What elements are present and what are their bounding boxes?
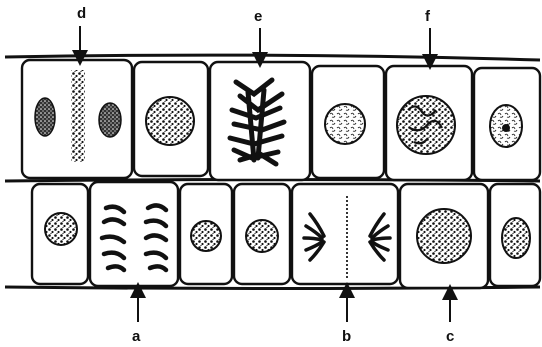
label-a: a: [132, 329, 140, 344]
cell-d-daughter-nucleus-right: [99, 103, 121, 137]
top-row-cells: [22, 60, 540, 180]
interphase-nucleus-13: [502, 218, 530, 258]
interphase-nucleus-9: [191, 221, 221, 251]
cell-d-daughter-nucleus-left: [35, 98, 55, 136]
cell-c-nucleus: [417, 209, 471, 263]
cell-d-cell-plate: [71, 70, 85, 162]
label-b: b: [342, 329, 351, 344]
interphase-nucleus-4: [325, 104, 365, 144]
label-f: f: [425, 9, 430, 24]
interphase-nucleus-10: [246, 220, 278, 252]
bottom-row-cells: [32, 182, 540, 288]
interphase-nucleolus-6: [502, 124, 510, 132]
label-d: d: [77, 6, 86, 21]
cell-b-late-anaphase: [292, 184, 398, 284]
label-e: e: [254, 9, 262, 24]
label-c: c: [446, 329, 454, 344]
interphase-nucleus-7: [45, 213, 77, 245]
interphase-nucleus-2: [146, 97, 194, 145]
